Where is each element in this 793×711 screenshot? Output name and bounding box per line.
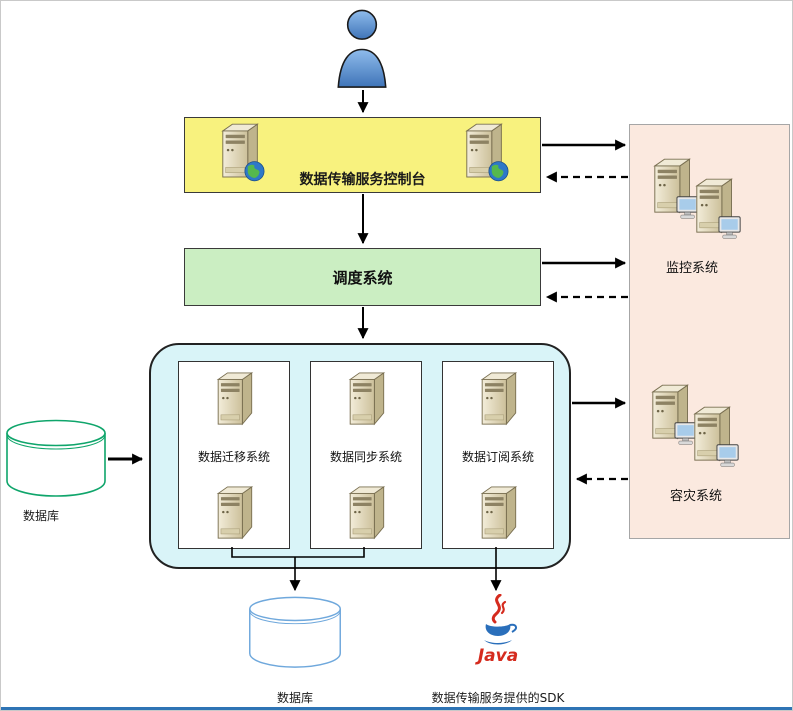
subsystems-container: 数据迁移系统 数据同步系统 数据订阅系统 (149, 343, 571, 569)
server-icon (476, 486, 520, 540)
database-cylinder-icon (4, 418, 108, 498)
disaster-label: 容灾系统 (670, 489, 723, 504)
bottom-blue-strip (1, 707, 792, 710)
scheduler-label: 调度系统 (332, 268, 393, 287)
subsystem-label: 数据迁移系统 (197, 449, 270, 464)
scheduler-box: 调度系统 (184, 248, 541, 306)
subsystem-box-subscription: 数据订阅系统 (442, 361, 554, 549)
subsystem-label: 数据同步系统 (329, 449, 402, 464)
left-database-label: 数据库 (22, 509, 59, 523)
monitor-server-icon (690, 405, 742, 471)
user-icon (331, 8, 393, 89)
side-panel: 监控系统 容灾系统 (629, 124, 790, 539)
console-box: 数据传输服务控制台 (184, 117, 541, 193)
server-icon (476, 372, 520, 426)
server-icon (212, 372, 256, 426)
server-icon (212, 486, 256, 540)
subsystem-label: 数据订阅系统 (461, 449, 534, 464)
database-cylinder-icon (247, 594, 343, 670)
monitor-server-icon (692, 177, 744, 243)
console-label: 数据传输服务控制台 (299, 172, 426, 188)
java-logo-icon (475, 594, 521, 646)
monitoring-label: 监控系统 (666, 261, 719, 276)
java-label: Java (477, 646, 519, 666)
subsystem-box-migration: 数据迁移系统 (178, 361, 290, 549)
subsystem-box-sync: 数据同步系统 (310, 361, 422, 549)
sdk-label: 数据传输服务提供的SDK (431, 691, 565, 705)
bottom-database-label: 数据库 (276, 691, 313, 705)
server-icon (344, 486, 388, 540)
server-icon (344, 372, 388, 426)
